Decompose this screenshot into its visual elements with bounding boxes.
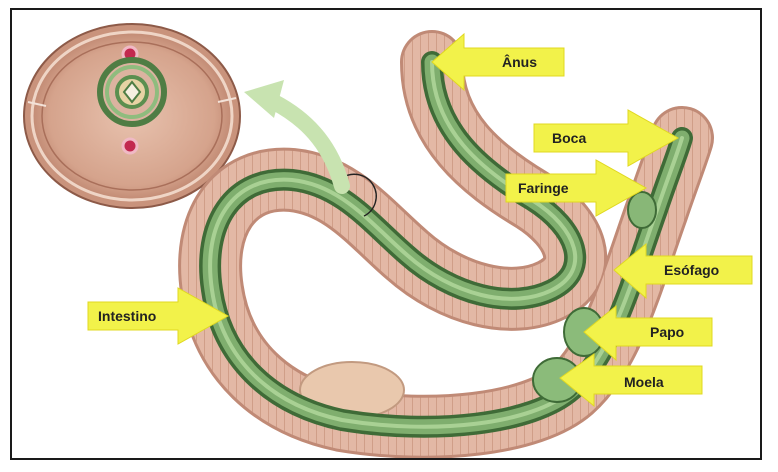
- diagram-frame: Ânus Boca Faringe Esófago Intestino Papo…: [10, 8, 762, 460]
- svg-text:Intestino: Intestino: [98, 308, 156, 324]
- earthworm-digestive-diagram: Ânus Boca Faringe Esófago Intestino Papo…: [12, 10, 760, 458]
- svg-text:Ânus: Ânus: [502, 53, 537, 70]
- svg-text:Papo: Papo: [650, 324, 684, 340]
- svg-text:Faringe: Faringe: [518, 180, 569, 196]
- svg-text:Esófago: Esófago: [664, 262, 719, 278]
- svg-text:Moela: Moela: [624, 374, 664, 390]
- svg-text:Boca: Boca: [552, 130, 586, 146]
